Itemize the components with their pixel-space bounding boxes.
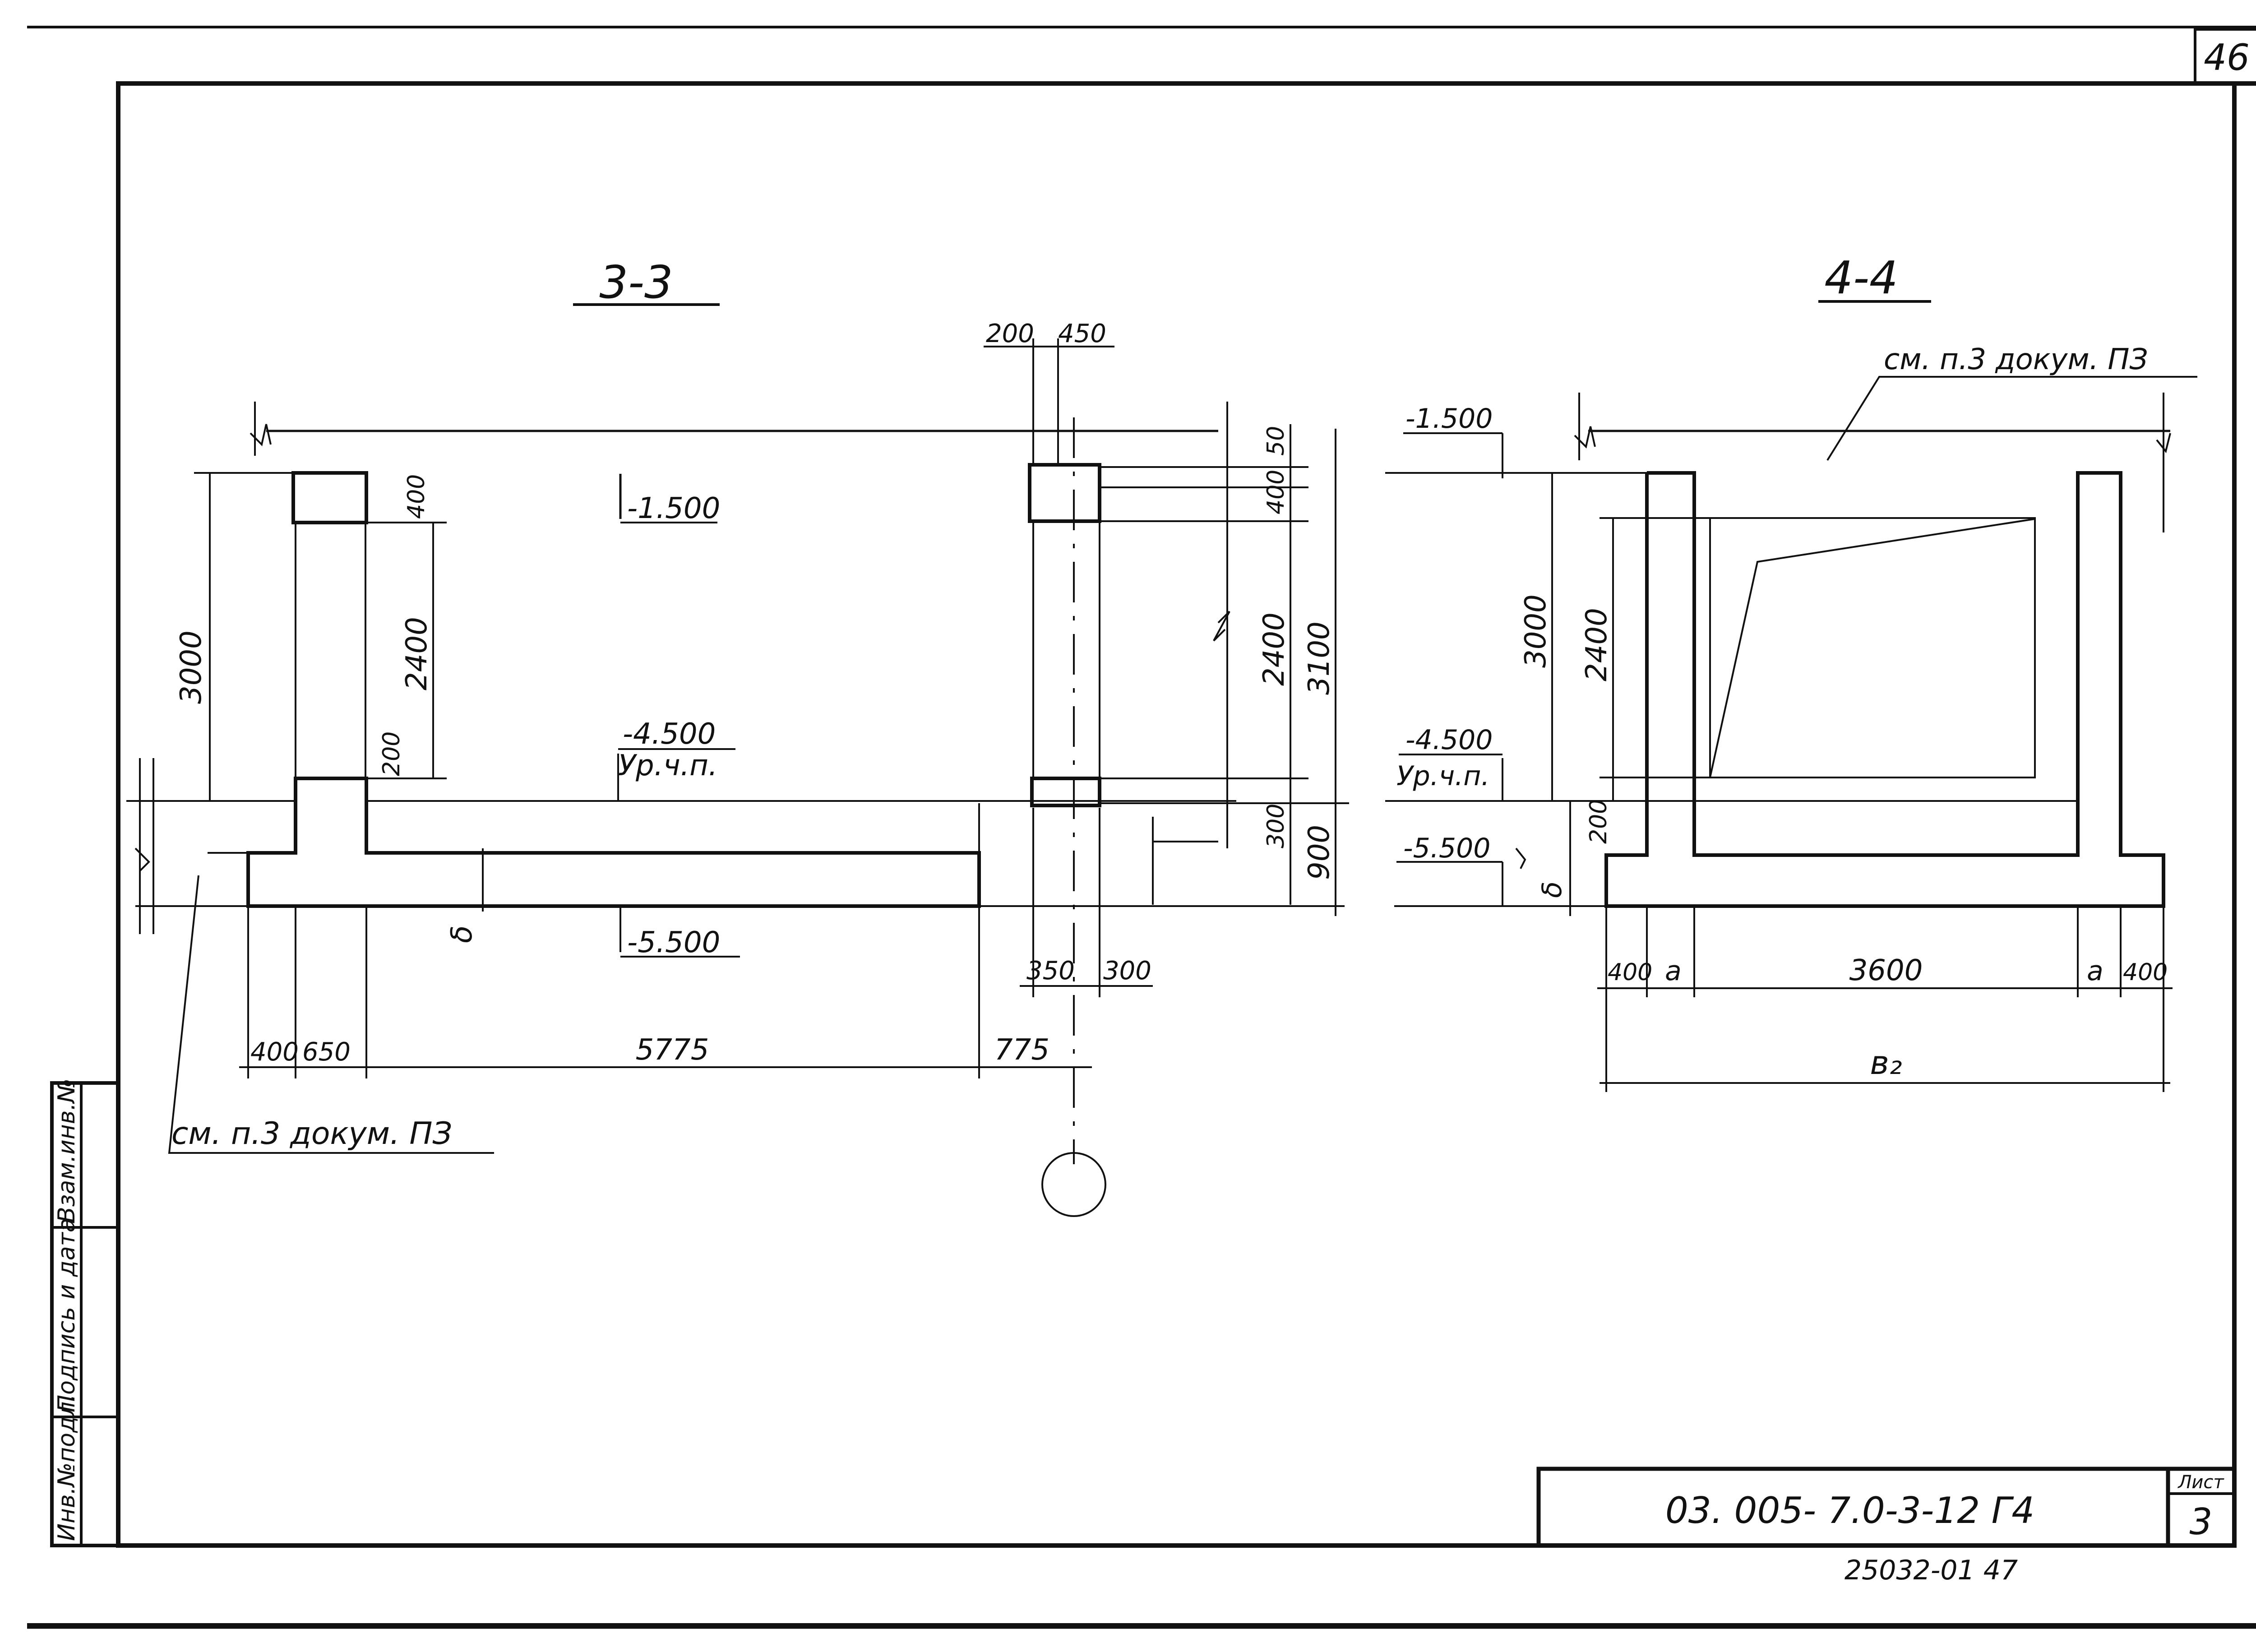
- level-1500: -1.500: [627, 492, 720, 525]
- delta-4-4: δ: [1536, 881, 1568, 898]
- footer-code: 25032-01 47: [1845, 1555, 2018, 1586]
- dim-3000: 3000: [175, 630, 208, 704]
- level-5500: -5.500: [627, 926, 720, 959]
- dim-200-top: 200: [986, 319, 1034, 348]
- section-3-3-title: 3-3: [599, 256, 673, 309]
- dim-650: 650: [302, 1037, 351, 1067]
- dim-200-left: 200: [378, 731, 405, 776]
- dim-3600: 3600: [1849, 954, 1923, 987]
- dim-900: 900: [1303, 825, 1336, 880]
- dim-b2: в₂: [1870, 1044, 1902, 1082]
- dim-2400-right: 2400: [1257, 612, 1291, 686]
- sheet-frame: 46: [27, 26, 2256, 1629]
- side-stamp: Взам.инв.№ Подпись и дата Инв.№подл.: [50, 1078, 120, 1547]
- dim-300-bottom: 300: [1103, 956, 1151, 986]
- dim-a-left: a: [1665, 955, 1682, 987]
- opening-4-4: [1709, 517, 2036, 778]
- stamp-inv-original: Инв.№подл.: [53, 1394, 80, 1541]
- level-4500: -4.500: [623, 717, 716, 751]
- dim-400-left: 400: [403, 474, 430, 519]
- dim-400-right-4-4: 400: [2123, 959, 2168, 986]
- dim-400-bottom: 400: [250, 1037, 299, 1067]
- axis-marker: [1041, 1152, 1106, 1217]
- section-4-4: 4-4 см. п.3 докум. ПЗ -1.500 -4.500 Ур.ч…: [1385, 251, 2197, 1092]
- note-4-4: см. п.3 докум. ПЗ: [1884, 343, 2148, 376]
- dim-450-top: 450: [1058, 319, 1106, 348]
- dim-3100: 3100: [1303, 621, 1336, 695]
- dim-400-right: 400: [1262, 470, 1290, 514]
- sheet-label: Лист: [2177, 1472, 2224, 1493]
- section-4-4-title: 4-4: [1824, 251, 1898, 304]
- sheet-number-box: [2194, 28, 2256, 85]
- level-4500-4-4: -4.500: [1405, 724, 1493, 756]
- dim-300-right: 300: [1262, 804, 1290, 848]
- dim-400-left-4-4: 400: [1608, 959, 1652, 986]
- right-beam: [1028, 463, 1101, 523]
- level-5500-4-4: -5.500: [1403, 833, 1490, 864]
- dim-50: 50: [1262, 426, 1290, 456]
- right-column-base: [1030, 777, 1101, 807]
- left-beam: [291, 471, 368, 524]
- title-block: 03. 005- 7.0-3-12 Г4 Лист 3 25032-01 47: [1536, 1467, 2237, 1586]
- dim-5775: 5775: [636, 1033, 709, 1067]
- stamp-replace-inv: Взам.инв.№: [53, 1078, 80, 1223]
- dim-2400-4-4: 2400: [1580, 608, 1613, 681]
- dim-2400-left: 2400: [400, 617, 434, 690]
- dim-200-4-4: 200: [1585, 799, 1612, 844]
- footing-3-3: [246, 777, 981, 908]
- dim-3000-4-4: 3000: [1519, 594, 1553, 668]
- dim-775: 775: [994, 1033, 1049, 1067]
- ground-level: Ур.ч.п.: [618, 749, 717, 782]
- drawing-code: 03. 005- 7.0-3-12 Г4: [1665, 1490, 2034, 1532]
- dim-350: 350: [1026, 956, 1075, 986]
- delta-3-3: δ: [445, 925, 479, 943]
- level-1500-4-4: -1.500: [1405, 403, 1493, 435]
- sheet-number: 46: [2204, 37, 2250, 79]
- ground-level-4-4: Ур.ч.п.: [1396, 760, 1490, 792]
- sheet-value: 3: [2190, 1501, 2213, 1543]
- stamp-signature-date: Подпись и дата: [53, 1218, 80, 1412]
- note-3-3: см. п.3 докум. ПЗ: [171, 1116, 452, 1152]
- u-section-4-4: [1604, 471, 2165, 908]
- section-3-3: 3-3: [126, 256, 1349, 1217]
- dim-a-right: a: [2087, 955, 2103, 987]
